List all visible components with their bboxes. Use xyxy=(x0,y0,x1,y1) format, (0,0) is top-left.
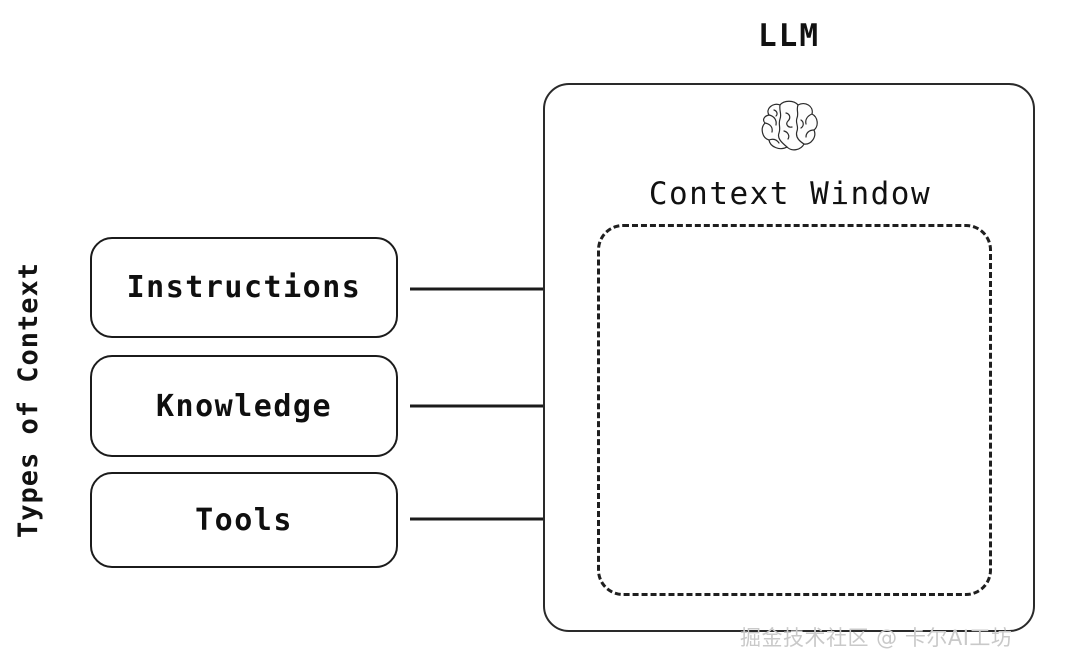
context-type-box-instructions[interactable]: Instructions xyxy=(90,237,398,338)
llm-title: LLM xyxy=(758,18,820,54)
types-of-context-label: Types of Context xyxy=(12,261,44,539)
watermark: 掘金技术社区 @ 卡尔AI工坊 xyxy=(740,626,1013,650)
context-type-box-knowledge[interactable]: Knowledge xyxy=(90,355,398,457)
llm-container-box xyxy=(543,83,1035,632)
context-type-label: Tools xyxy=(195,502,293,538)
context-window-label: Context Window xyxy=(648,176,932,212)
brain-icon xyxy=(761,100,818,151)
context-type-box-tools[interactable]: Tools xyxy=(90,472,398,568)
context-type-label: Knowledge xyxy=(155,388,333,424)
context-type-label: Instructions xyxy=(126,270,362,305)
context-window-box xyxy=(597,224,992,596)
